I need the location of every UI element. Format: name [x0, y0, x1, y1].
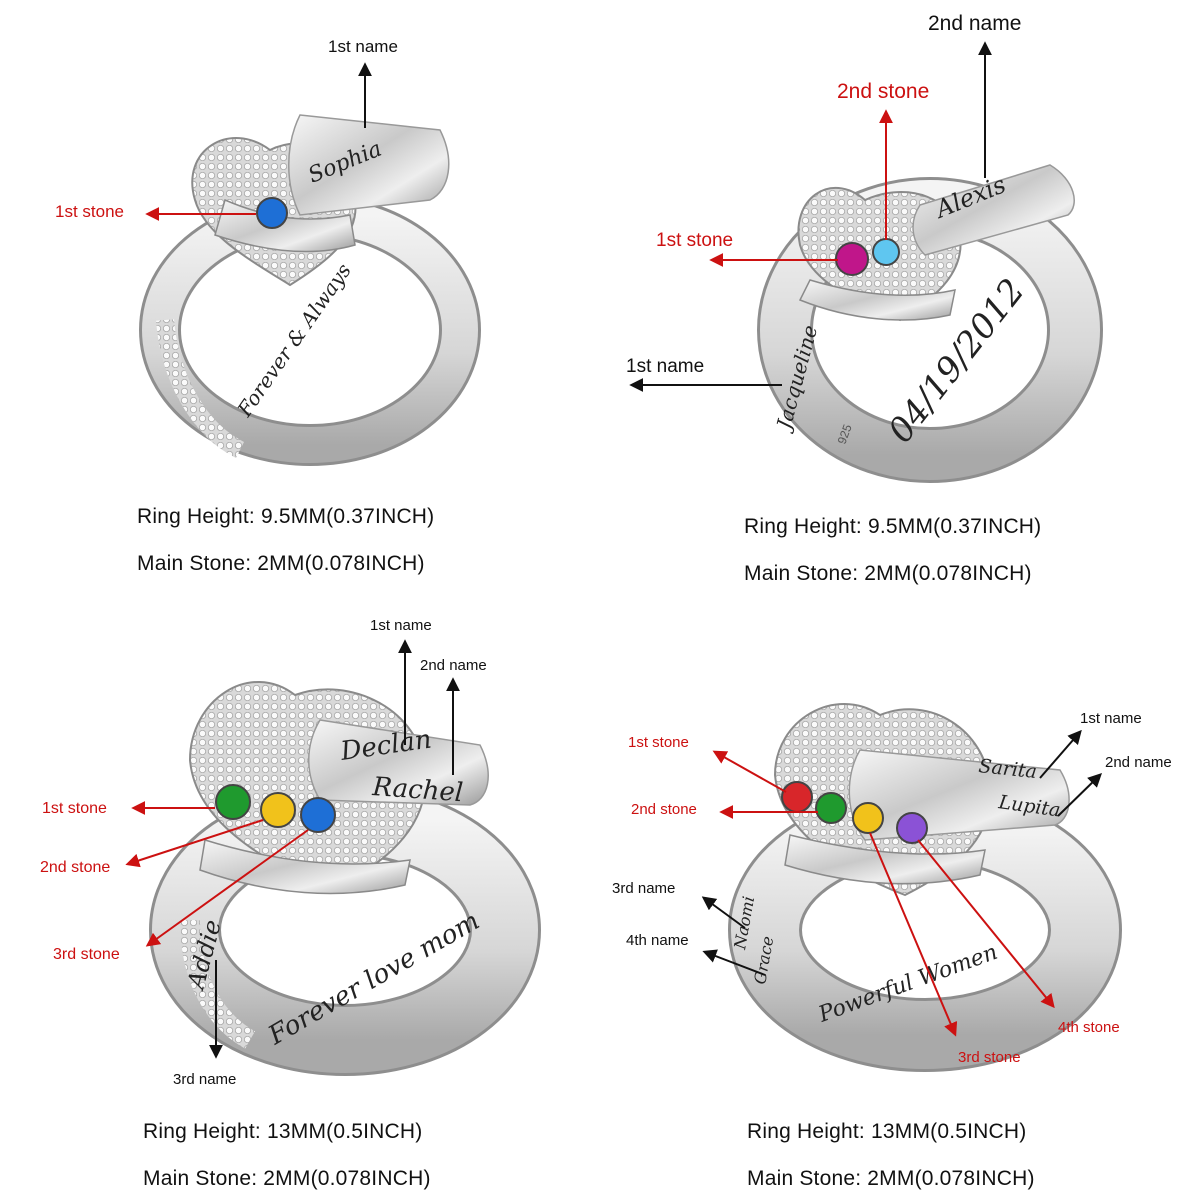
ring-4-stone-1	[781, 781, 813, 813]
ring-3-stone-3	[300, 797, 336, 833]
label-1st-stone: 1st stone	[656, 230, 733, 251]
ring-4-stone-3	[852, 802, 884, 834]
arrow-1st-stone	[712, 750, 787, 793]
ring-4-stone-2	[815, 792, 847, 824]
spec-ring-height: Ring Height: 13MM(0.5INCH)	[143, 1120, 423, 1143]
panel-3: Declan Rachel Addie Forever love mom 1st…	[40, 617, 541, 1088]
spec-main-stone: Main Stone: 2MM(0.078INCH)	[137, 552, 425, 575]
ring-3-stone-1	[215, 784, 251, 820]
label-1st-name: 1st name	[370, 617, 432, 634]
label-2nd-name: 2nd name	[420, 657, 487, 674]
panel-4: Sarita Lupita Naomi Grace Powerful Women…	[612, 703, 1172, 1072]
ring-3-image: Declan Rachel Addie Forever love mom	[149, 681, 541, 1076]
ring-4-stone-4	[896, 812, 928, 844]
arrow-3rd-name	[701, 896, 746, 929]
label-4th-stone: 4th stone	[1058, 1019, 1120, 1036]
spec-ring-height: Ring Height: 13MM(0.5INCH)	[747, 1120, 1027, 1143]
label-1st-name: 1st name	[328, 37, 398, 56]
ring-1-stone-1	[256, 197, 288, 229]
label-2nd-stone: 2nd stone	[40, 859, 110, 876]
label-3rd-stone: 3rd stone	[958, 1049, 1021, 1066]
spec-main-stone: Main Stone: 2MM(0.078INCH)	[143, 1167, 431, 1190]
panel-2: Alexis Jacqueline 04/19/2012 925 2nd nam…	[626, 12, 1103, 483]
label-2nd-stone: 2nd stone	[631, 801, 697, 818]
label-1st-stone: 1st stone	[42, 800, 107, 817]
arrow-2nd-name	[1057, 773, 1103, 817]
label-3rd-name: 3rd name	[173, 1071, 236, 1088]
ring-3-stone-2	[260, 792, 296, 828]
panel-1: Sophia Forever & Always 1st name 1st sto…	[55, 37, 481, 466]
label-4th-name: 4th name	[626, 932, 689, 949]
spec-main-stone: Main Stone: 2MM(0.078INCH)	[747, 1167, 1035, 1190]
spec-ring-height: Ring Height: 9.5MM(0.37INCH)	[137, 505, 435, 528]
arrow-3rd-stone	[869, 832, 958, 1037]
ring-2-stone-2	[872, 238, 900, 266]
arrow-4th-name	[702, 949, 766, 976]
label-2nd-stone: 2nd stone	[837, 80, 929, 103]
ring-4-image: Sarita Lupita Naomi Grace Powerful Women	[728, 703, 1122, 1072]
spec-main-stone: Main Stone: 2MM(0.078INCH)	[744, 562, 1032, 585]
label-1st-stone: 1st stone	[628, 734, 689, 751]
ring-1-image: Sophia Forever & Always	[139, 114, 481, 466]
arrow-3rd-stone	[145, 829, 309, 947]
label-3rd-stone: 3rd stone	[53, 946, 120, 963]
label-2nd-name: 2nd name	[1105, 754, 1172, 771]
arrow-2nd-stone	[125, 819, 264, 868]
ring-2-stone-1	[835, 242, 869, 276]
ring-2-image: Alexis Jacqueline 04/19/2012 925	[757, 164, 1103, 483]
arrow-4th-stone	[917, 839, 1055, 1009]
arrow-1st-name	[1039, 729, 1082, 779]
label-2nd-name: 2nd name	[928, 12, 1021, 35]
ring-2-hallmark: 925	[835, 422, 855, 446]
spec-ring-height: Ring Height: 9.5MM(0.37INCH)	[744, 515, 1042, 538]
label-1st-stone: 1st stone	[55, 202, 124, 221]
label-1st-name: 1st name	[626, 356, 704, 377]
ring-3-engraving-top-2: Rachel	[371, 772, 465, 808]
label-1st-name: 1st name	[1080, 710, 1142, 727]
label-3rd-name: 3rd name	[612, 880, 675, 897]
